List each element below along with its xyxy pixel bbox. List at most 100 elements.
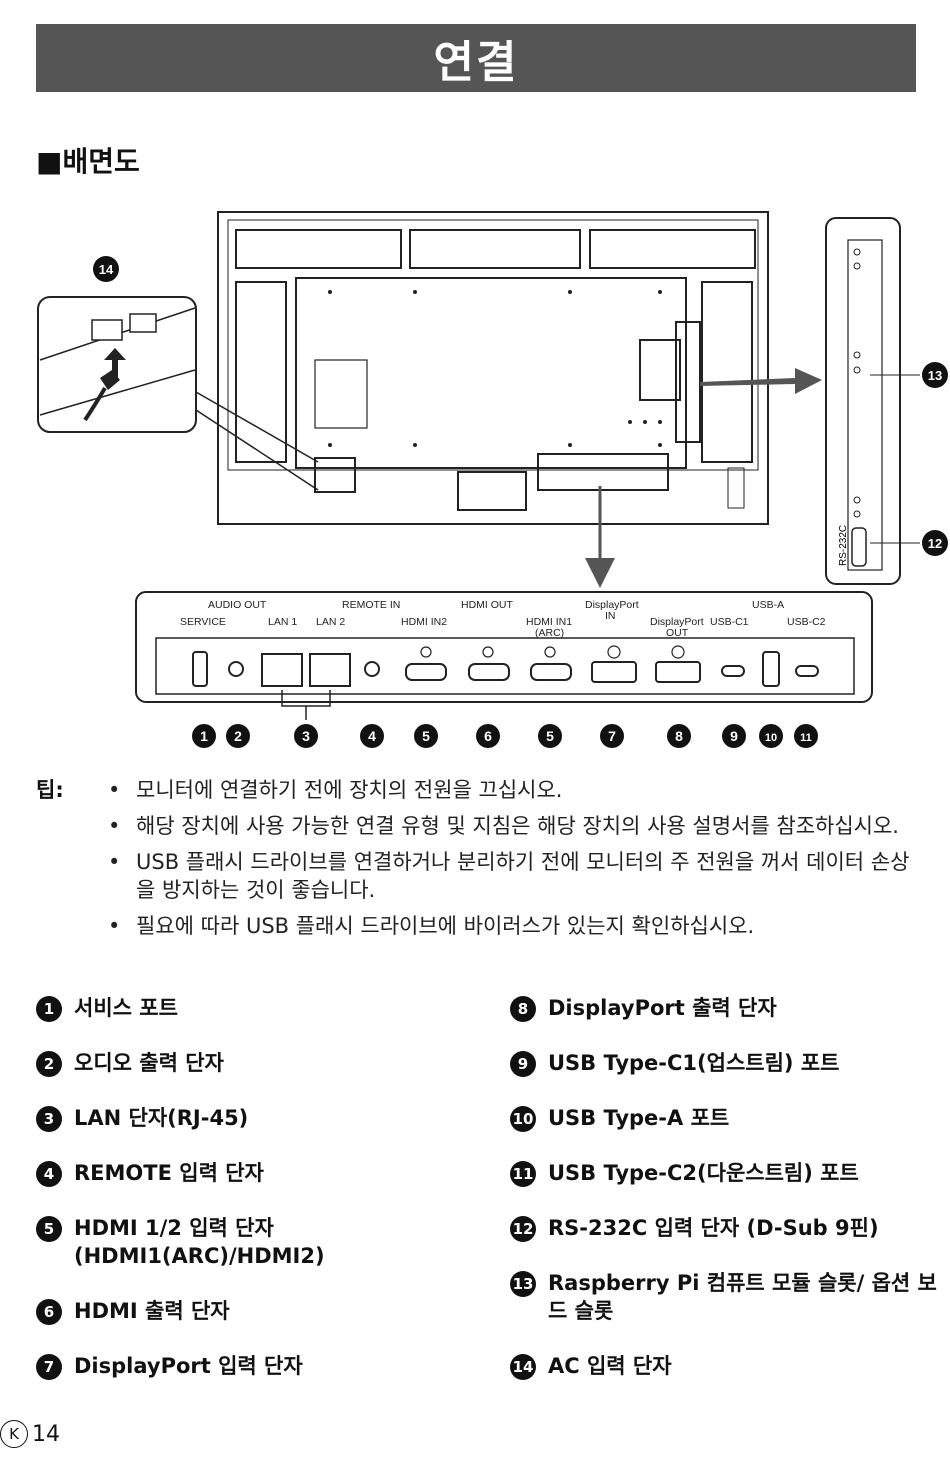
svg-text:10: 10 xyxy=(765,732,777,744)
callout-5: 5 xyxy=(414,724,438,748)
legend-item: 5 HDMI 1/2 입력 단자 (HDMI1(ARC)/HDMI2) xyxy=(36,1214,476,1270)
callout-7: 7 xyxy=(600,724,624,748)
legend-text: 오디오 출력 단자 xyxy=(74,1051,224,1075)
svg-text:8: 8 xyxy=(675,728,683,744)
svg-text:4: 4 xyxy=(368,728,376,744)
legend-text: Raspberry Pi 컴퓨트 모듈 슬롯/ 옵션 보드 슬롯 xyxy=(548,1271,937,1323)
legend-number: 9 xyxy=(510,1051,536,1077)
rear-view-diagram: 14 RS-232C 13 12 xyxy=(0,200,950,760)
legend-number: 14 xyxy=(510,1354,536,1380)
callout-8: 8 xyxy=(667,724,691,748)
legend-text: USB Type-C1(업스트림) 포트 xyxy=(548,1051,840,1075)
lan1-port xyxy=(261,653,303,687)
legend-item: 12 RS-232C 입력 단자 (D-Sub 9핀) xyxy=(510,1214,940,1242)
usb-c1-port xyxy=(721,665,745,677)
legend-number: 4 xyxy=(36,1161,62,1187)
svg-text:7: 7 xyxy=(608,728,616,744)
legend-text: HDMI 1/2 입력 단자 (HDMI1(ARC)/HDMI2) xyxy=(74,1216,325,1268)
svg-text:SERVICE: SERVICE xyxy=(180,616,226,628)
legend-number: 7 xyxy=(36,1354,62,1380)
legend-number: 11 xyxy=(510,1161,536,1187)
legend-item: 7 DisplayPort 입력 단자 xyxy=(36,1352,476,1380)
svg-text:HDMI OUT: HDMI OUT xyxy=(461,599,513,611)
legend-number: 8 xyxy=(510,996,536,1022)
svg-text:USB-A: USB-A xyxy=(752,599,784,611)
displayport-out-port xyxy=(655,661,701,683)
hdmi-in2-port xyxy=(405,663,447,681)
svg-text:13: 13 xyxy=(928,368,942,383)
legend-text: USB Type-A 포트 xyxy=(548,1106,730,1130)
legend-number: 10 xyxy=(510,1106,536,1132)
callout-12: 12 xyxy=(922,530,948,556)
svg-text:REMOTE IN: REMOTE IN xyxy=(342,599,400,611)
svg-text:5: 5 xyxy=(546,728,554,744)
svg-text:AUDIO OUT: AUDIO OUT xyxy=(208,599,267,611)
svg-text:DisplayPort: DisplayPort xyxy=(585,599,639,611)
port-callouts: 1 2 3 4 5 6 5 7 8 9 10 11 xyxy=(192,724,818,748)
section-heading: ■배면도 xyxy=(36,145,140,178)
callout-2: 2 xyxy=(226,724,250,748)
svg-text:5: 5 xyxy=(422,728,430,744)
service-port xyxy=(192,651,208,687)
legend-text: DisplayPort 입력 단자 xyxy=(74,1354,303,1378)
svg-text:OUT: OUT xyxy=(666,627,689,639)
displayport-in-port xyxy=(591,661,637,683)
hdmi-in1-port xyxy=(530,663,572,681)
tip-item: 모니터에 연결하기 전에 장치의 전원을 끄십시오. xyxy=(108,776,926,804)
page-title: 연결 xyxy=(433,37,519,88)
legend-text: HDMI 출력 단자 xyxy=(74,1299,230,1323)
legend-item: 2 오디오 출력 단자 xyxy=(36,1049,476,1077)
svg-text:3: 3 xyxy=(302,728,310,744)
legend-item: 14 AC 입력 단자 xyxy=(510,1352,940,1380)
svg-text:12: 12 xyxy=(928,536,942,551)
svg-text:(ARC): (ARC) xyxy=(535,627,564,639)
legend-item: 6 HDMI 출력 단자 xyxy=(36,1297,476,1325)
callout-5: 5 xyxy=(538,724,562,748)
svg-text:6: 6 xyxy=(484,728,492,744)
usb-a-port xyxy=(762,651,780,687)
legend-number: 2 xyxy=(36,1051,62,1077)
svg-text:DisplayPort: DisplayPort xyxy=(650,616,704,628)
rear-view-illustration: 14 RS-232C 13 12 xyxy=(37,211,948,748)
svg-text:HDMI IN1: HDMI IN1 xyxy=(526,616,572,628)
tips-section: 팁: 모니터에 연결하기 전에 장치의 전원을 끄십시오. 해당 장치에 사용 … xyxy=(36,776,926,948)
legend-number: 6 xyxy=(36,1299,62,1325)
lan2-port xyxy=(309,653,351,687)
svg-text:1: 1 xyxy=(200,728,208,744)
svg-text:USB-C1: USB-C1 xyxy=(710,616,749,628)
legend-text: RS-232C 입력 단자 (D-Sub 9핀) xyxy=(548,1216,879,1240)
callout-3: 3 xyxy=(294,724,318,748)
tip-item: USB 플래시 드라이브를 연결하거나 분리하기 전에 모니터의 주 전원을 꺼… xyxy=(108,848,926,904)
legend-text: LAN 단자(RJ-45) xyxy=(74,1106,249,1130)
panel-arrow xyxy=(585,486,615,588)
legend-number: 5 xyxy=(36,1216,62,1242)
callout-4: 4 xyxy=(360,724,384,748)
legend-text: 서비스 포트 xyxy=(74,996,178,1020)
ac-inlet-inset xyxy=(37,296,319,491)
monitor-back xyxy=(217,211,769,525)
language-marker: K xyxy=(0,1420,28,1448)
tips-label: 팁: xyxy=(36,778,64,802)
callout-10: 10 xyxy=(759,724,783,748)
callout-9: 9 xyxy=(722,724,746,748)
legend-text: REMOTE 입력 단자 xyxy=(74,1161,264,1185)
svg-text:LAN 1: LAN 1 xyxy=(268,616,297,628)
tip-item: 필요에 따라 USB 플래시 드라이브에 바이러스가 있는지 확인하십시오. xyxy=(108,912,926,940)
callout-11: 11 xyxy=(794,724,818,748)
legend-number: 12 xyxy=(510,1216,536,1242)
svg-text:14: 14 xyxy=(99,262,114,277)
svg-text:HDMI IN2: HDMI IN2 xyxy=(401,616,447,628)
callout-1: 1 xyxy=(192,724,216,748)
legend-text: AC 입력 단자 xyxy=(548,1354,672,1378)
legend-item: 9 USB Type-C1(업스트림) 포트 xyxy=(510,1049,940,1077)
usb-c2-port xyxy=(795,665,819,677)
callout-6: 6 xyxy=(476,724,500,748)
legend-item: 4 REMOTE 입력 단자 xyxy=(36,1159,476,1187)
svg-text:11: 11 xyxy=(800,732,812,744)
